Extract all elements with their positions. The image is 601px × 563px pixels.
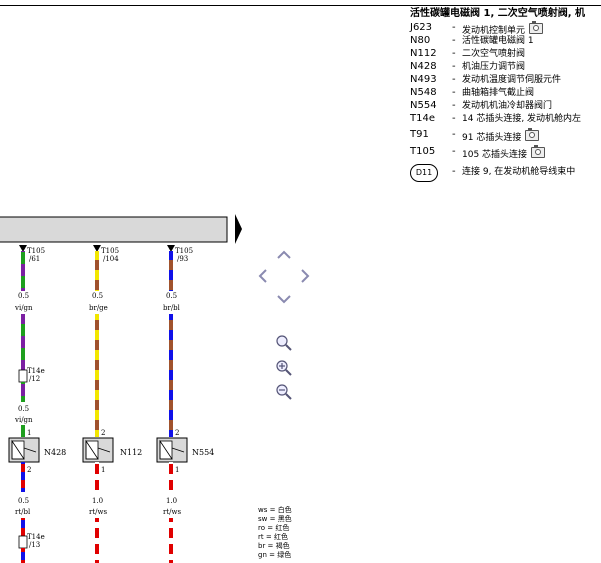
pin-arrow-icon [93, 245, 101, 252]
svg-text:/104: /104 [103, 255, 119, 263]
wire [95, 462, 99, 492]
svg-text:/61: /61 [29, 255, 40, 263]
control-unit-band [0, 216, 228, 243]
wire [21, 382, 25, 402]
wire [21, 425, 25, 437]
svg-text:vi/gn: vi/gn [14, 416, 33, 424]
svg-text:rt/bl: rt/bl [15, 508, 31, 516]
svg-text:T105: T105 [101, 247, 119, 255]
svg-text:br/bl: br/bl [163, 304, 181, 312]
svg-text:T14e: T14e [27, 367, 45, 375]
svg-text:vi/gn: vi/gn [14, 304, 33, 312]
svg-text:0.5: 0.5 [166, 292, 177, 300]
circuit-n428: T105 /61 0.5 vi/gn T14e /12 0.5 vi/gn 1 … [8, 245, 66, 563]
pan-right-icon[interactable] [301, 269, 310, 283]
svg-text:rt/ws: rt/ws [163, 508, 182, 516]
top-divider [0, 5, 601, 6]
svg-text:rt/ws: rt/ws [89, 508, 108, 516]
color-code-item: sw = 黑色 [258, 515, 292, 523]
svg-text:0.5: 0.5 [18, 497, 29, 505]
pin-arrow-icon [19, 245, 27, 252]
svg-text:2: 2 [175, 429, 179, 437]
plug-icon [18, 535, 28, 549]
pin-arrow-icon [167, 245, 175, 252]
wire [21, 314, 25, 370]
circuit-n112: T105 /104 0.5 br/ge 2 N112 1 1.0 rt/ws [82, 245, 142, 563]
svg-text:br/ge: br/ge [89, 304, 108, 312]
svg-text:T14e: T14e [27, 533, 45, 541]
color-code-item: ws = 白色 [258, 506, 292, 514]
legend-title: 活性碳罐电磁阀 1, 二次空气喷射阀, 机 [410, 8, 585, 19]
svg-text:/93: /93 [177, 255, 188, 263]
svg-text:1.0: 1.0 [92, 497, 103, 505]
svg-text:N554: N554 [192, 448, 214, 457]
svg-text:0.5: 0.5 [18, 292, 29, 300]
svg-text:0.5: 0.5 [18, 405, 29, 413]
svg-text:/12: /12 [29, 375, 40, 383]
zoom-fit-icon[interactable] [274, 334, 294, 352]
zoom-out-icon[interactable] [274, 383, 294, 401]
zoom-in-icon[interactable] [274, 359, 294, 377]
svg-text:T105: T105 [175, 247, 193, 255]
wire [95, 314, 99, 437]
wire [169, 518, 173, 563]
svg-text:1: 1 [101, 466, 105, 474]
wire [169, 251, 173, 291]
color-code-item: ro = 红色 [258, 524, 290, 532]
camera-icon[interactable] [531, 145, 546, 158]
svg-text:2: 2 [101, 429, 105, 437]
svg-text:1.0: 1.0 [166, 497, 177, 505]
svg-text:0.5: 0.5 [92, 292, 103, 300]
color-code-item: rt = 红色 [258, 533, 288, 541]
wire [169, 462, 173, 492]
color-code-item: br = 褐色 [258, 542, 290, 550]
color-code-list: ws = 白色 sw = 黑色 ro = 红色 rt = 红色 br = 褐色 … [258, 506, 292, 560]
circuit-n554: T105 /93 0.5 br/bl 2 N554 1 1.0 rt/ws [156, 245, 214, 563]
svg-text:/13: /13 [29, 541, 40, 549]
wire [95, 518, 99, 563]
svg-text:2: 2 [27, 466, 31, 474]
camera-icon[interactable] [529, 21, 544, 34]
component-legend: 活性碳罐电磁阀 1, 二次空气喷射阀, 机 J623-发动机控制单元 N80-活… [410, 8, 601, 182]
svg-text:1: 1 [27, 429, 31, 437]
wire [95, 251, 99, 291]
wire [169, 314, 173, 437]
wire [21, 548, 25, 563]
connection-circle-icon: D11 [410, 164, 438, 182]
svg-text:N428: N428 [44, 448, 66, 457]
wire [21, 251, 25, 291]
pan-up-icon[interactable] [277, 250, 291, 259]
color-code-item: gn = 绿色 [258, 551, 292, 559]
expand-arrow-icon[interactable] [235, 214, 242, 244]
plug-icon [18, 369, 28, 383]
svg-text:N112: N112 [120, 448, 142, 457]
pan-down-icon[interactable] [277, 295, 291, 304]
wire [21, 462, 25, 492]
wire [21, 518, 25, 536]
svg-text:T105: T105 [27, 247, 45, 255]
camera-icon[interactable] [525, 128, 540, 141]
svg-text:1: 1 [175, 466, 179, 474]
pan-left-icon[interactable] [258, 269, 267, 283]
pan-controls [258, 250, 310, 304]
